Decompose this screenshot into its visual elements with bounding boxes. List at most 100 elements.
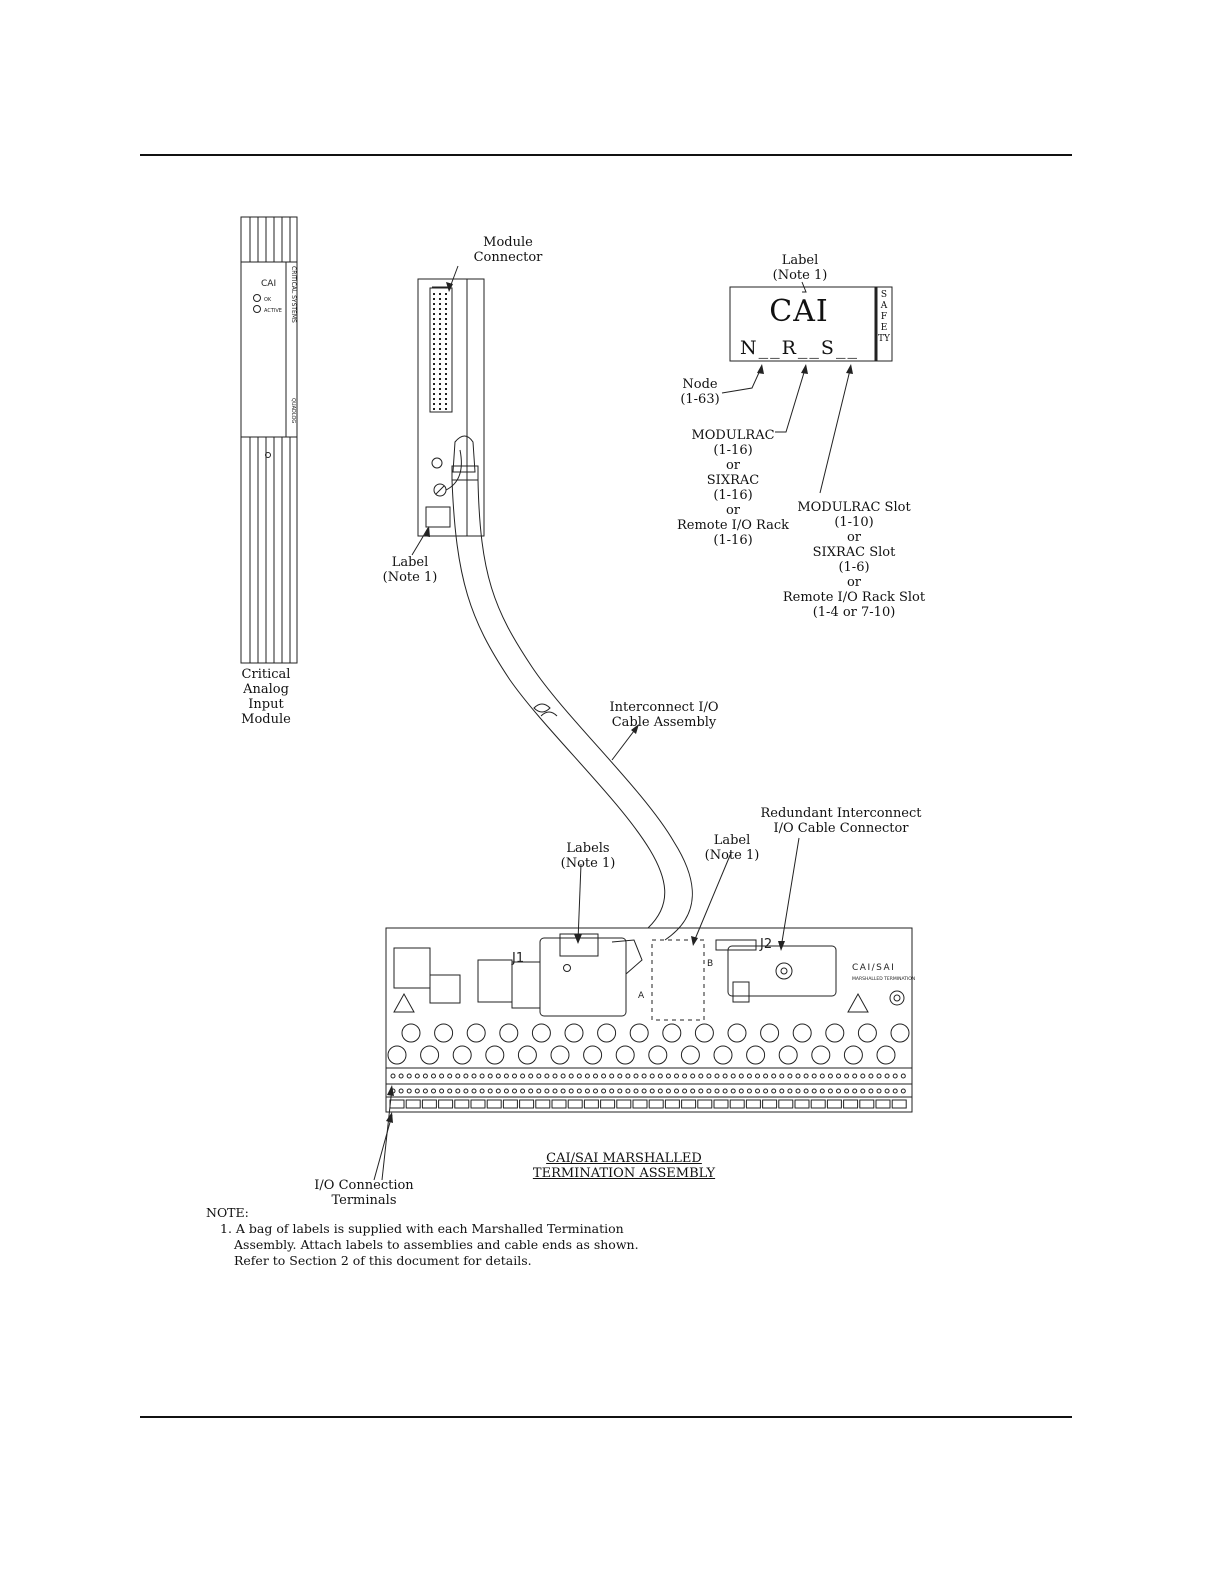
board-brand-sub: MARSHALLED TERMINATION — [852, 976, 915, 982]
terminal-tag — [632, 1099, 648, 1109]
fuse-holder — [760, 1023, 780, 1043]
terminal-screw — [479, 1088, 485, 1094]
terminal-screw — [844, 1073, 850, 1079]
terminal-screw — [544, 1088, 550, 1094]
fuse-holder — [648, 1045, 668, 1065]
fuse-holder — [713, 1045, 733, 1065]
terminal-screw — [763, 1088, 769, 1094]
terminal-screw — [787, 1073, 793, 1079]
terminal-screw — [414, 1088, 420, 1094]
terminal-screw — [860, 1073, 866, 1079]
terminal-screw — [900, 1088, 906, 1094]
terminal-screw — [398, 1088, 404, 1094]
fuse-holder — [727, 1023, 747, 1043]
terminal-tag — [729, 1099, 745, 1109]
connector-pin — [445, 398, 447, 400]
note-heading: NOTE: — [206, 1205, 249, 1220]
terminal-tag — [697, 1099, 713, 1109]
termination-board — [385, 927, 913, 1113]
connector-pin — [439, 343, 441, 345]
connector-pin — [445, 333, 447, 335]
connector-pin — [433, 323, 435, 325]
terminal-screw — [503, 1088, 509, 1094]
terminal-tag — [616, 1099, 632, 1109]
terminal-screw — [609, 1088, 615, 1094]
terminal-screw — [406, 1088, 412, 1094]
connector-pin — [445, 358, 447, 360]
terminal-screw — [560, 1073, 566, 1079]
connector-pin — [439, 363, 441, 365]
fuse-holder — [629, 1023, 649, 1043]
terminal-tag — [859, 1099, 875, 1109]
terminal-screw — [431, 1088, 436, 1094]
terminal-tag — [891, 1099, 907, 1109]
terminal-screw — [771, 1088, 777, 1094]
terminal-screw — [698, 1088, 704, 1094]
terminal-screw — [876, 1088, 882, 1094]
connector-pin — [433, 343, 435, 345]
fuse-holder — [843, 1045, 863, 1065]
terminal-screw — [714, 1073, 720, 1079]
connector-pin — [439, 383, 441, 385]
connector-pin — [439, 293, 441, 295]
terminal-tag — [810, 1099, 826, 1109]
terminal-screw — [641, 1088, 647, 1094]
terminal-tag — [519, 1099, 535, 1109]
fuse-holder — [890, 1023, 910, 1043]
terminal-screw — [795, 1088, 801, 1094]
terminal-tag — [648, 1099, 664, 1109]
note-block: NOTE: 1. A bag of labels is supplied wit… — [206, 1205, 639, 1269]
terminal-screw — [836, 1088, 841, 1094]
terminal-tag — [745, 1099, 761, 1109]
connector-pin — [445, 338, 447, 340]
terminal-tag — [567, 1099, 583, 1109]
terminal-tag — [664, 1099, 680, 1109]
label-mid-callout: Label(Note 1) — [704, 833, 760, 863]
board-marker-b: B — [707, 959, 713, 969]
terminal-screw — [455, 1088, 461, 1094]
terminal-screw — [706, 1073, 712, 1079]
note-line-1: 1. A bag of labels is supplied with each… — [220, 1221, 624, 1236]
connector-pin — [445, 393, 447, 395]
terminal-screw — [746, 1088, 752, 1094]
connector-pin — [433, 313, 435, 315]
terminal-screw — [811, 1088, 817, 1094]
connector-pin — [445, 308, 447, 310]
terminal-tag — [535, 1099, 551, 1109]
connector-pin — [445, 328, 447, 330]
terminal-screw — [811, 1073, 817, 1079]
connector-pin — [439, 348, 441, 350]
connector-pin — [439, 373, 441, 375]
terminal-screw — [690, 1073, 696, 1079]
connector-pin — [439, 318, 441, 320]
terminal-tag — [502, 1099, 518, 1109]
label-note-left-callout: Label(Note 1) — [382, 555, 438, 585]
connector-pin — [433, 403, 435, 405]
note-line-3: Refer to Section 2 of this document for … — [234, 1253, 532, 1268]
terminal-screw — [827, 1073, 833, 1079]
connector-pin — [445, 368, 447, 370]
connector-pin — [439, 388, 441, 390]
terminal-screw — [868, 1073, 874, 1079]
terminal-screw — [536, 1088, 542, 1094]
terminal-screw — [568, 1073, 574, 1079]
connector-pin — [439, 338, 441, 340]
connector-pin — [433, 338, 435, 340]
connector-pin — [439, 378, 441, 380]
terminal-screw — [463, 1088, 469, 1094]
terminal-screw — [665, 1073, 671, 1079]
interconnect-cable — [451, 479, 693, 941]
terminal-screw — [528, 1088, 534, 1094]
terminal-screw — [746, 1073, 752, 1079]
terminal-screw — [487, 1073, 493, 1079]
connector-pin — [433, 373, 435, 375]
connector-pin — [433, 333, 435, 335]
node-callout: Node(1-63) — [680, 377, 720, 407]
critical-analog-input-module — [240, 216, 298, 664]
connector-pin — [433, 293, 435, 295]
terminal-screw — [633, 1073, 639, 1079]
connector-pin — [433, 383, 435, 385]
